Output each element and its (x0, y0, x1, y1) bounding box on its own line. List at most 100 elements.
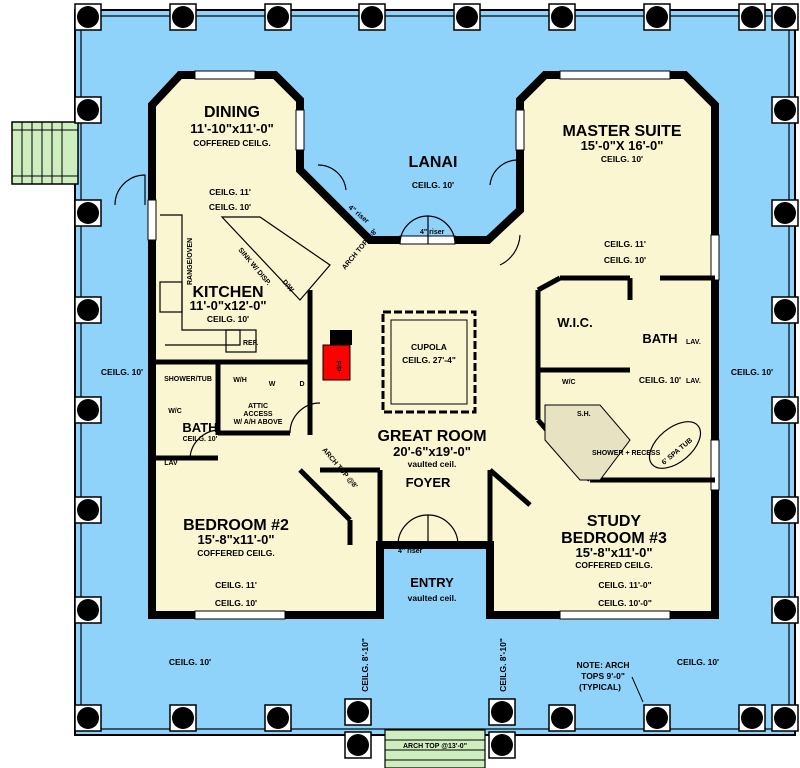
windows (147, 70, 720, 620)
kitchen-counters (159, 214, 331, 353)
bedroom2-ceil1: CEILG. 11' (215, 580, 257, 590)
bath2-ceil: CEILG. 10' (183, 436, 218, 443)
cupola-label: CUPOLA (411, 342, 447, 352)
dining-ceil2: CEILG. 10' (209, 202, 251, 212)
great-room-size: 20'-6"x19'-0" (393, 444, 471, 459)
lanai-ceil: CEILG. 10' (412, 180, 454, 190)
study-label: STUDY (587, 513, 642, 530)
column (774, 99, 796, 121)
lanai-riser: 4" riser (420, 229, 445, 236)
lav-label-2: LAV. (686, 378, 701, 385)
dining-ceil1: CEILG. 11' (209, 187, 251, 197)
column (741, 707, 763, 729)
kitchen-label: KITCHEN (192, 284, 263, 301)
wic-label: W.I.C. (557, 315, 592, 330)
column (774, 202, 796, 224)
porch-ceil-left: CEILG. 10' (101, 367, 143, 377)
master-size: 15'-0"X 16'-0" (581, 138, 664, 153)
range-label: RANGE/OVEN (187, 238, 194, 285)
master-ceil1: CEILG. 11' (604, 239, 646, 249)
dining-note: COFFERED CEILG. (193, 138, 270, 148)
column (267, 6, 289, 28)
bath2-label: BATH (182, 420, 217, 435)
shower-tub-label: SHOWER/TUB (164, 376, 212, 383)
entry-label: ENTRY (410, 575, 454, 590)
column (77, 99, 99, 121)
master-shower (544, 404, 631, 481)
water-heater-label: W/H (233, 377, 247, 384)
column (267, 707, 289, 729)
house-interior (152, 75, 715, 615)
master-ceil2: CEILG. 10' (604, 255, 646, 265)
column (77, 499, 99, 521)
great-room-label: GREAT ROOM (377, 428, 486, 445)
note-line-3: (TYPICAL) (579, 682, 621, 692)
washer-label: W (269, 381, 276, 388)
doors (114, 159, 521, 546)
front-stairs: ARCH TOP @13'-0" (384, 729, 486, 768)
ah-label: W/ A/H ABOVE (234, 419, 283, 426)
bedroom3-note: COFFERED CEILG. (575, 560, 652, 570)
note-line-2: TOPS 9'-0" (581, 671, 625, 681)
column (491, 734, 513, 756)
kitchen-size: 11'-0"x12'-0" (189, 298, 266, 313)
ref-label: REF. (243, 340, 258, 347)
bath2-lav-label: LAV (164, 460, 178, 467)
master-wc-label: W/C (562, 379, 576, 386)
note-arrow (631, 676, 644, 703)
column (741, 6, 763, 28)
master-ceil: CEILG. 10' (601, 154, 643, 164)
column (551, 707, 573, 729)
porch-ceil-bottom-right: CEILG. 10' (677, 657, 719, 667)
great-room-note: vaulted ceil. (408, 459, 457, 469)
spa-tub (648, 421, 702, 469)
bedroom2-note: COFFERED CEILG. (197, 548, 274, 558)
kitchen-ceil: CEILG. 10' (207, 314, 249, 324)
column (172, 707, 194, 729)
sh-label: S.H. (577, 411, 591, 418)
column (774, 499, 796, 521)
master-label: MASTER SUITE (562, 123, 681, 140)
column (77, 202, 99, 224)
access-label: ACCESS (243, 411, 273, 418)
cupola (381, 310, 477, 414)
column (77, 299, 99, 321)
column (172, 6, 194, 28)
cupola-inner (390, 319, 468, 405)
column (77, 6, 99, 28)
attic-label: ATTIC (248, 403, 268, 410)
column (774, 6, 796, 28)
bedroom3-ceil1: CEILG. 11'-0" (598, 580, 651, 590)
column (77, 707, 99, 729)
cupola-ceil: CEILG. 27'-4" (402, 355, 456, 365)
fireplace-hearth (330, 330, 352, 345)
lanai-label: LANAI (409, 154, 458, 171)
foyer-label: FOYER (406, 475, 451, 490)
bath2-wc-label: W/C (168, 408, 182, 415)
master-bath-ceil: CEILG. 10' (639, 375, 681, 385)
bedroom3-ceil2: CEILG. 10'-0" (598, 598, 652, 608)
column (361, 6, 383, 28)
porch-ceil-bottom-left: CEILG. 10' (169, 657, 211, 667)
column (646, 707, 668, 729)
column (551, 6, 573, 28)
side-stairs (11, 121, 79, 185)
column (774, 707, 796, 729)
shower-label: SHOWER + RECESS (592, 450, 661, 457)
column (456, 6, 478, 28)
fireplace-label: F/P (334, 361, 341, 372)
bedroom2-size: 15'-8"x11'-0" (197, 532, 274, 547)
column (347, 701, 369, 723)
bedroom3-label: BEDROOM #3 (561, 530, 667, 547)
bedroom3-size: 15'-8"x11'-0" (575, 545, 652, 560)
column (646, 6, 668, 28)
column (77, 599, 99, 621)
note-line-1: NOTE: ARCH (576, 660, 629, 670)
porch-ceil-entry-right: CEILG. 8'-10" (498, 638, 508, 692)
master-bath-label: BATH (642, 331, 677, 346)
column (774, 299, 796, 321)
dining-size: 11'-10"x11'-0" (190, 121, 274, 136)
column (77, 399, 99, 421)
porch-railing-inner (80, 15, 790, 730)
